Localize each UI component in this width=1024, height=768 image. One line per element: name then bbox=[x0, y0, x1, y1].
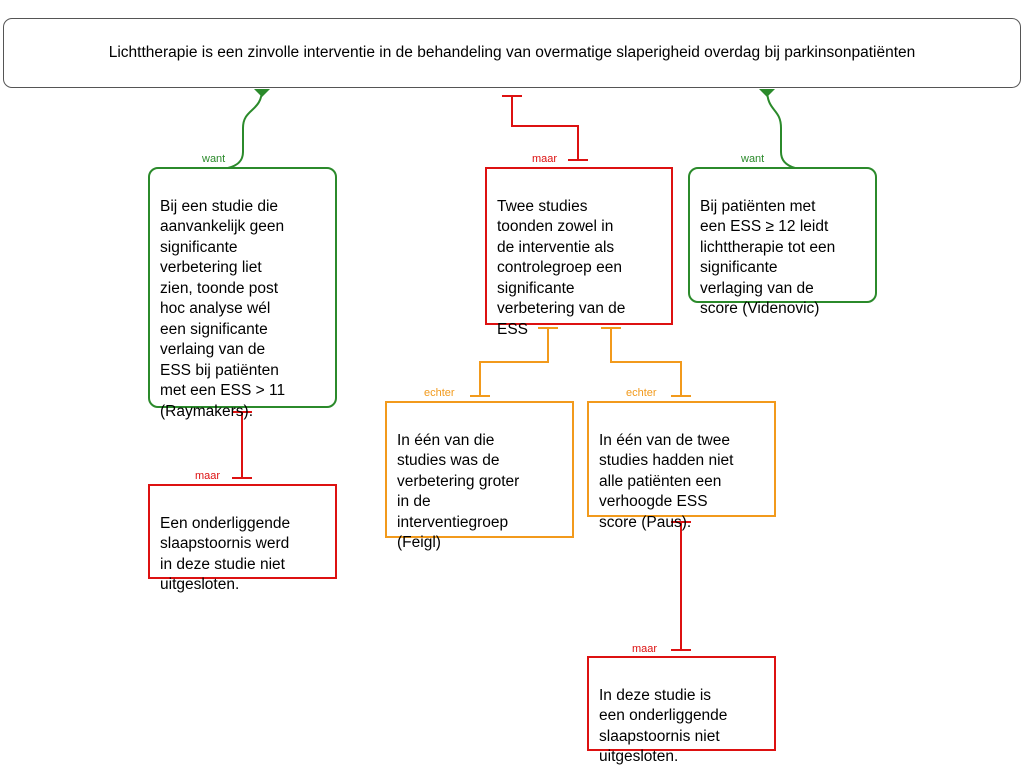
connector-post-hoc bbox=[227, 88, 263, 169]
connector-videnovic bbox=[766, 88, 796, 169]
echter-label: echter bbox=[626, 387, 657, 399]
argument-videnovic[interactable]: Bij patiënten met een ESS ≥ 12 leidt lic… bbox=[688, 167, 877, 317]
echter-label: echter bbox=[424, 387, 455, 399]
connector-feigl bbox=[479, 328, 549, 396]
argument-text: In deze studie is een onderliggende slaa… bbox=[599, 686, 728, 766]
argument-sleep-disorder-2[interactable]: In deze studie is een onderliggende slaa… bbox=[587, 656, 776, 765]
argument-feigl[interactable]: In één van die studies was de verbeterin… bbox=[385, 401, 574, 551]
root-claim-text: Lichttherapie is een zinvolle interventi… bbox=[108, 43, 916, 61]
root-claim[interactable]: Lichttherapie is een zinvolle interventi… bbox=[3, 18, 1021, 88]
argument-text: In één van die studies was de verbeterin… bbox=[397, 431, 520, 552]
argument-two-studies[interactable]: Twee studies toonden zowel in de interve… bbox=[485, 167, 673, 338]
argument-sleep-disorder-1[interactable]: Een onderliggende slaapstoornis werd in … bbox=[148, 484, 337, 593]
maar-label: maar bbox=[532, 153, 558, 165]
want-label: want bbox=[741, 153, 765, 165]
support-arrowhead bbox=[759, 89, 775, 97]
want-label: want bbox=[202, 153, 226, 165]
maar-label: maar bbox=[195, 470, 221, 482]
argument-post-hoc[interactable]: Bij een studie die aanvankelijk geen sig… bbox=[148, 167, 337, 420]
support-arrowhead bbox=[254, 89, 270, 97]
argument-text: In één van de twee studies hadden niet a… bbox=[599, 431, 734, 531]
argument-text: Bij patiënten met een ESS ≥ 12 leidt lic… bbox=[700, 197, 836, 318]
argument-paus[interactable]: In één van de twee studies hadden niet a… bbox=[587, 401, 776, 531]
connector-paus bbox=[610, 328, 682, 396]
connector-two-studies bbox=[511, 96, 579, 160]
argument-text: Bij een studie die aanvankelijk geen sig… bbox=[160, 197, 286, 420]
argument-text: Een onderliggende slaapstoornis werd in … bbox=[160, 514, 291, 594]
maar-label: maar bbox=[632, 643, 658, 655]
argument-text: Twee studies toonden zowel in de interve… bbox=[497, 197, 626, 338]
